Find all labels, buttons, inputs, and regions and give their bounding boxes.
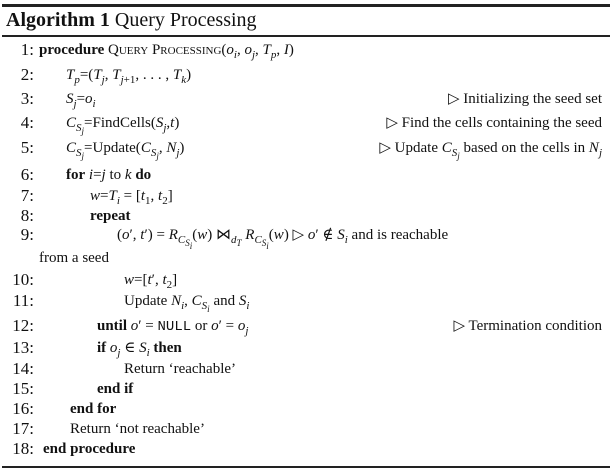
line-number: 11: — [12, 291, 34, 310]
line-4-comment: ▷ Find the cells containing the seed — [386, 115, 602, 131]
bottom-rule — [2, 466, 610, 468]
line-number: 15: — [12, 379, 34, 398]
line-13-code: if oj ∈ Si then — [97, 340, 182, 359]
line-number: 4: — [20, 113, 34, 132]
line-9-continuation: from a seed — [39, 250, 109, 266]
line-number: 6: — [20, 165, 34, 184]
line-8-code: repeat — [90, 206, 131, 226]
line-number: 13: — [12, 338, 34, 357]
line-number: 9: — [20, 225, 34, 244]
line-3-comment: ▷ Initializing the seed set — [448, 91, 602, 107]
line-6-code: for i=j to k do — [66, 167, 152, 183]
line-number: 12: — [12, 316, 34, 335]
line-number: 5: — [20, 138, 34, 157]
line-number: 10: — [12, 270, 34, 289]
line-5-comment: ▷ Update CSj based on the cells in Nj — [379, 140, 602, 162]
line-number: 17: — [12, 419, 34, 438]
line-number: 16: — [12, 399, 34, 418]
keyword: do — [135, 167, 152, 183]
procedure-name: Query Processing — [108, 42, 222, 58]
keyword: end procedure — [43, 441, 136, 457]
line-15-code: end if — [97, 379, 133, 399]
procedure-args: (oi, oj, Tp, I) — [221, 42, 294, 61]
keyword: for — [66, 167, 86, 183]
line-1-code: procedure Query Processing(oi, oj, Tp, I… — [39, 40, 294, 61]
line-number: 8: — [20, 206, 34, 225]
line-12-comment: ▷ Termination condition — [453, 318, 602, 334]
algorithm-caption: Algorithm 1 Query Processing — [6, 7, 257, 33]
line-3-code: Sj=oi — [66, 91, 96, 110]
line-16-code: end for — [70, 399, 116, 419]
keyword: if — [97, 340, 107, 356]
keyword: procedure — [39, 42, 105, 58]
line-11-code: Update Ni, CSi and Si — [124, 293, 250, 315]
line-17-code: Return ‘not reachable’ — [70, 421, 205, 437]
line-5-code: CSj=Update(CSj, Nj) — [66, 140, 185, 162]
caption-title: Query Processing — [114, 9, 257, 31]
keyword: end if — [97, 381, 134, 397]
line-9-code: (o′, t′) = RCSi(w) ⋈dT RCSi(w) ▷ o′ ∉ Si… — [117, 227, 449, 251]
keyword: end for — [70, 401, 117, 417]
keyword: then — [153, 340, 182, 356]
keyword: until — [97, 318, 128, 334]
line-number: 7: — [20, 186, 34, 205]
caption-label: Algorithm 1 — [6, 9, 110, 31]
line-number: 3: — [20, 89, 34, 108]
line-2-code: Tp=(Tj, Tj+1, . . . , Tk) — [66, 67, 192, 86]
line-number: 18: — [12, 439, 34, 458]
line-4-code: CSj=FindCells(Sj,t) — [66, 115, 180, 137]
caption-rule — [2, 35, 610, 37]
keyword: repeat — [90, 208, 131, 224]
line-12-code: until o′ = NULL or o′ = oj — [97, 318, 249, 337]
line-number: 2: — [20, 65, 34, 84]
line-7-code: w=Ti = [t1, t2] — [90, 188, 173, 207]
line-number: 1: — [20, 40, 34, 59]
line-10-code: w=[t′, t2] — [124, 272, 178, 291]
line-number: 14: — [12, 359, 34, 378]
top-rule — [2, 4, 610, 7]
line-14-code: Return ‘reachable’ — [124, 361, 237, 377]
line-18-code: end procedure — [43, 439, 135, 459]
